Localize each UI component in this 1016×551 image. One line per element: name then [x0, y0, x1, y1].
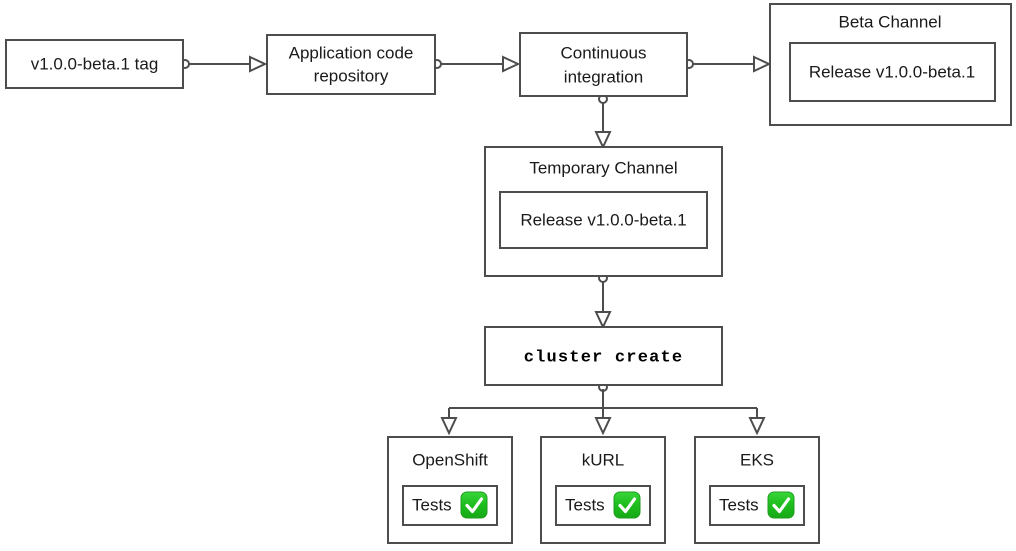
- node-openshift[interactable]: OpenShift Tests: [387, 436, 513, 544]
- node-ci-label-line2: integration: [564, 67, 643, 86]
- node-eks[interactable]: EKS Tests: [694, 436, 820, 544]
- check-mark-green-icon: [613, 491, 641, 519]
- node-cluster-create[interactable]: cluster create: [484, 326, 723, 386]
- node-beta-channel-title: Beta Channel: [838, 12, 941, 31]
- node-repository-label-line1: Application code: [289, 43, 414, 62]
- node-tag-label: v1.0.0-beta.1 tag: [31, 54, 159, 73]
- node-openshift-title: OpenShift: [412, 450, 488, 469]
- node-repository[interactable]: Application code repository: [266, 34, 436, 95]
- node-openshift-tests-label: Tests: [412, 495, 452, 514]
- node-ci-label-line1: Continuous: [560, 43, 646, 62]
- node-continuous-integration[interactable]: Continuous integration: [519, 32, 688, 97]
- edge-tag-to-repository: [180, 55, 268, 73]
- check-mark-green-icon: [460, 491, 488, 519]
- node-kurl-tests-label: Tests: [565, 495, 605, 514]
- node-cluster-create-label: cluster create: [524, 348, 684, 367]
- node-kurl-title: kURL: [582, 450, 625, 469]
- node-eks-tests-label: Tests: [719, 495, 759, 514]
- node-beta-channel-release-label: Release v1.0.0-beta.1: [809, 62, 975, 81]
- node-temporary-channel-release-label: Release v1.0.0-beta.1: [520, 210, 686, 229]
- node-temporary-channel[interactable]: Temporary Channel Release v1.0.0-beta.1: [484, 146, 723, 277]
- check-mark-green-icon: [767, 491, 795, 519]
- edge-repository-to-ci: [432, 55, 521, 73]
- node-tag[interactable]: v1.0.0-beta.1 tag: [5, 39, 184, 89]
- node-repository-label-line2: repository: [314, 66, 389, 85]
- node-beta-channel-release-box[interactable]: [789, 42, 996, 102]
- edge-temporary-channel-to-cluster-create: [594, 273, 612, 330]
- node-kurl[interactable]: kURL Tests: [540, 436, 666, 544]
- node-beta-channel[interactable]: Beta Channel Release v1.0.0-beta.1: [769, 3, 1012, 126]
- edge-ci-to-beta-channel: [684, 55, 772, 73]
- node-temporary-channel-release-box[interactable]: [499, 191, 708, 249]
- edge-ci-to-temporary-channel: [594, 94, 612, 150]
- edge-cluster-create-to-targets: [440, 382, 766, 436]
- node-temporary-channel-title: Temporary Channel: [529, 158, 677, 177]
- node-eks-title: EKS: [740, 450, 774, 469]
